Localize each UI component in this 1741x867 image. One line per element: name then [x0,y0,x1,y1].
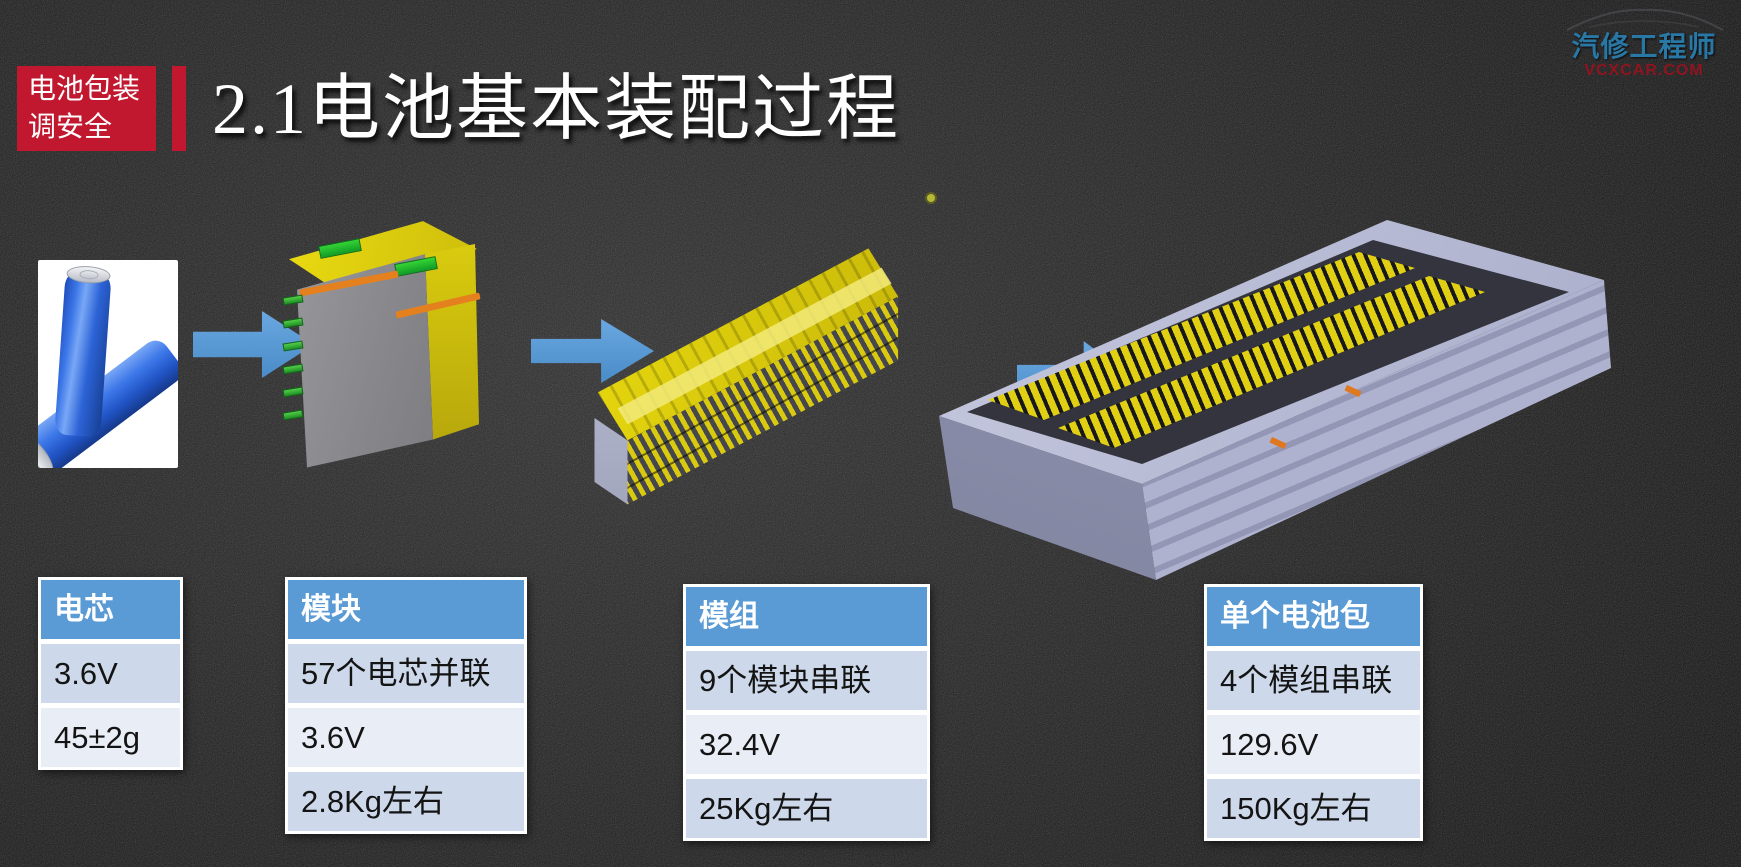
battery-pack-render [925,192,1625,592]
table-row: 150Kg左右 [1207,779,1420,838]
table-header: 单个电池包 [1207,587,1420,646]
table-row: 3.6V [288,708,524,767]
pack-valve [925,192,937,204]
battery-cell-top-cap [66,264,112,285]
table-row: 3.6V [41,644,180,703]
table-row: 45±2g [41,708,180,767]
car-silhouette-icon [1566,8,1724,31]
battery-module-render [282,216,483,470]
title-accent-bar [172,66,186,151]
battery-cells-photo [38,260,178,468]
table-row: 9个模块串联 [686,651,927,710]
spec-table-pack: 单个电池包 4个模组串联 129.6V 150Kg左右 [1204,584,1423,841]
module-vent-slot [282,386,304,398]
table-row: 57个电芯并联 [288,644,524,703]
section-badge-line2: 调安全 [28,112,113,143]
battery-cell-terminal [79,269,99,280]
watermark-logo: 汽修工程师 VCXCAR.COM [1552,6,1736,80]
table-header: 电芯 [41,580,180,639]
battery-cell-end-cap [38,432,59,468]
logo-brand-text: 汽修工程师 [1571,31,1717,62]
spec-table-cell: 电芯 3.6V 45±2g [38,577,183,770]
table-row: 4个模组串联 [1207,651,1420,710]
battery-module-group-render [578,226,908,546]
module-side-face [425,243,479,440]
module-vent-slot [282,363,304,375]
table-row: 2.8Kg左右 [288,772,524,831]
section-badge-line1: 电池包装 [28,74,141,105]
table-row: 129.6V [1207,715,1420,774]
table-row: 32.4V [686,715,927,774]
table-header: 模块 [288,580,524,639]
spec-table-module: 模块 57个电芯并联 3.6V 2.8Kg左右 [285,577,527,834]
logo-site-text: VCXCAR.COM [1584,62,1704,79]
table-header: 模组 [686,587,927,646]
module-vent-slot [282,340,304,352]
slide-title: 2.1电池基本装配过程 [212,69,901,149]
spec-table-module-group: 模组 9个模块串联 32.4V 25Kg左右 [683,584,930,841]
table-row: 25Kg左右 [686,779,927,838]
module-vent-slot [282,409,304,421]
section-badge: 电池包装 调安全 [17,66,156,151]
